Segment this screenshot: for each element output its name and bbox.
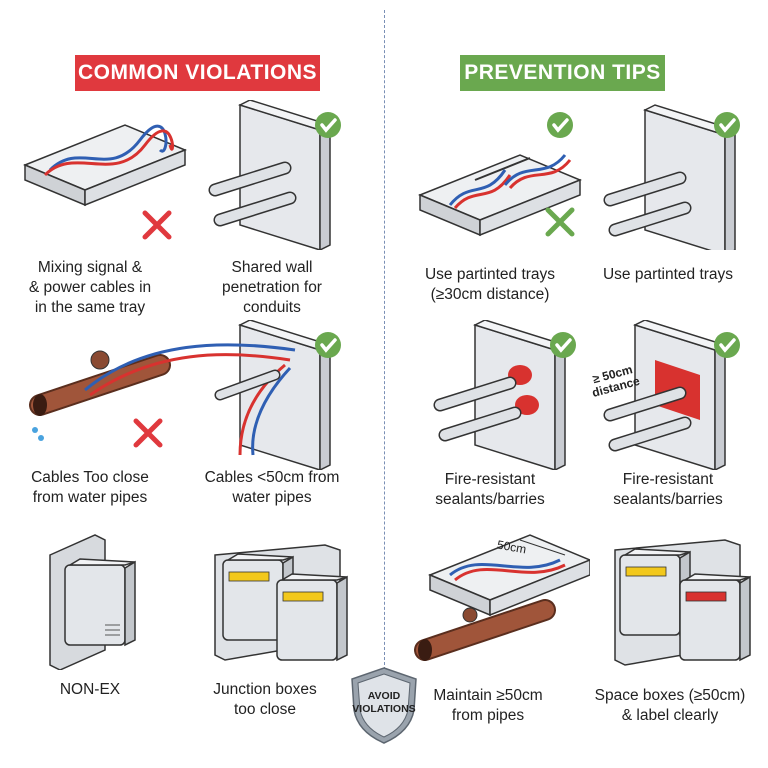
check-icon bbox=[712, 110, 742, 140]
fire-sealant-ring-illustration bbox=[415, 320, 595, 470]
violation-cables-near-water-illustration bbox=[25, 320, 365, 470]
prevention-caption-4: Fire-resistant sealants/barries bbox=[578, 470, 758, 510]
badge-line: AVOID bbox=[367, 690, 401, 702]
section-divider bbox=[384, 10, 385, 670]
caption-line: sealants/barries bbox=[613, 491, 723, 508]
caption-line: conduits bbox=[243, 299, 301, 316]
caption-line: Junction boxes bbox=[213, 681, 317, 698]
violation-caption-1: Mixing signal & & power cables in in the s… bbox=[0, 258, 180, 318]
prevention-caption-5: Maintain ≥50cm from pipes bbox=[398, 686, 578, 726]
junction-boxes-close-illustration bbox=[195, 530, 375, 670]
x-icon bbox=[136, 421, 160, 445]
prevention-caption-2: Use partinted trays bbox=[578, 265, 758, 285]
caption-line: Use partinted trays bbox=[424, 266, 556, 283]
check-icon bbox=[712, 330, 742, 360]
caption-line: (≥30cm distance) bbox=[430, 286, 550, 303]
separate-conduits-illustration bbox=[590, 100, 768, 250]
check-icon bbox=[545, 110, 575, 140]
separated-tray-and-pipe-illustration bbox=[410, 530, 590, 680]
badge-line: VIOLATIONS bbox=[352, 703, 416, 715]
fire-barrier-panel-illustration bbox=[590, 320, 768, 470]
caption-line: Use partinted trays bbox=[602, 266, 734, 283]
caption-line: & power cables in bbox=[28, 279, 152, 296]
caption-line: Cables <50cm from bbox=[204, 469, 340, 486]
caption-line: from water pipes bbox=[32, 489, 148, 506]
caption-line: Fire-resistant bbox=[444, 471, 536, 488]
caption-line: penetration for bbox=[222, 279, 322, 296]
shield-icon bbox=[351, 667, 417, 744]
caption-line: too close bbox=[233, 701, 297, 718]
check-icon bbox=[313, 330, 343, 360]
caption-line: Shared wall bbox=[231, 259, 313, 276]
caption-line: Maintain ≥50cm bbox=[433, 687, 543, 704]
x-icon bbox=[545, 207, 575, 237]
prevention-caption-6: Space boxes (≥50cm) & label clearly bbox=[580, 686, 760, 726]
caption-line: in the same tray bbox=[34, 299, 146, 316]
violation-caption-2: Shared wall penetration for conduits bbox=[182, 258, 362, 318]
caption-line: water pipes bbox=[232, 489, 312, 506]
caption-line: NON-EX bbox=[59, 681, 121, 698]
caption-line: from pipes bbox=[451, 707, 525, 724]
violation-mixed-tray-illustration bbox=[20, 100, 200, 250]
check-icon bbox=[548, 330, 578, 360]
violation-caption-5: NON-EX bbox=[0, 680, 180, 700]
violation-shared-wall-illustration bbox=[195, 100, 375, 250]
common-violations-header: COMMON VIOLATIONS bbox=[75, 55, 320, 91]
prevention-caption-1: Use partinted trays (≥30cm distance) bbox=[400, 265, 580, 305]
check-icon bbox=[313, 110, 343, 140]
violation-caption-4: Cables <50cm from water pipes bbox=[182, 468, 362, 508]
caption-line: Mixing signal & bbox=[37, 259, 143, 276]
caption-line: sealants/barries bbox=[435, 491, 545, 508]
non-ex-box-illustration bbox=[20, 530, 200, 670]
prevention-caption-3: Fire-resistant sealants/barries bbox=[400, 470, 580, 510]
caption-line: Cables Too close bbox=[31, 469, 149, 486]
caption-line: Space boxes (≥50cm) bbox=[594, 687, 746, 704]
violation-caption-3: Cables Too close from water pipes bbox=[0, 468, 180, 508]
prevention-tips-header: PREVENTION TIPS bbox=[460, 55, 665, 91]
violation-caption-6: Junction boxes too close bbox=[175, 680, 355, 720]
partitioned-tray-illustration bbox=[415, 100, 595, 250]
spaced-labeled-boxes-illustration bbox=[590, 525, 768, 675]
caption-line: Fire-resistant bbox=[622, 471, 714, 488]
caption-line: & label clearly bbox=[621, 707, 719, 724]
x-icon bbox=[145, 213, 169, 237]
